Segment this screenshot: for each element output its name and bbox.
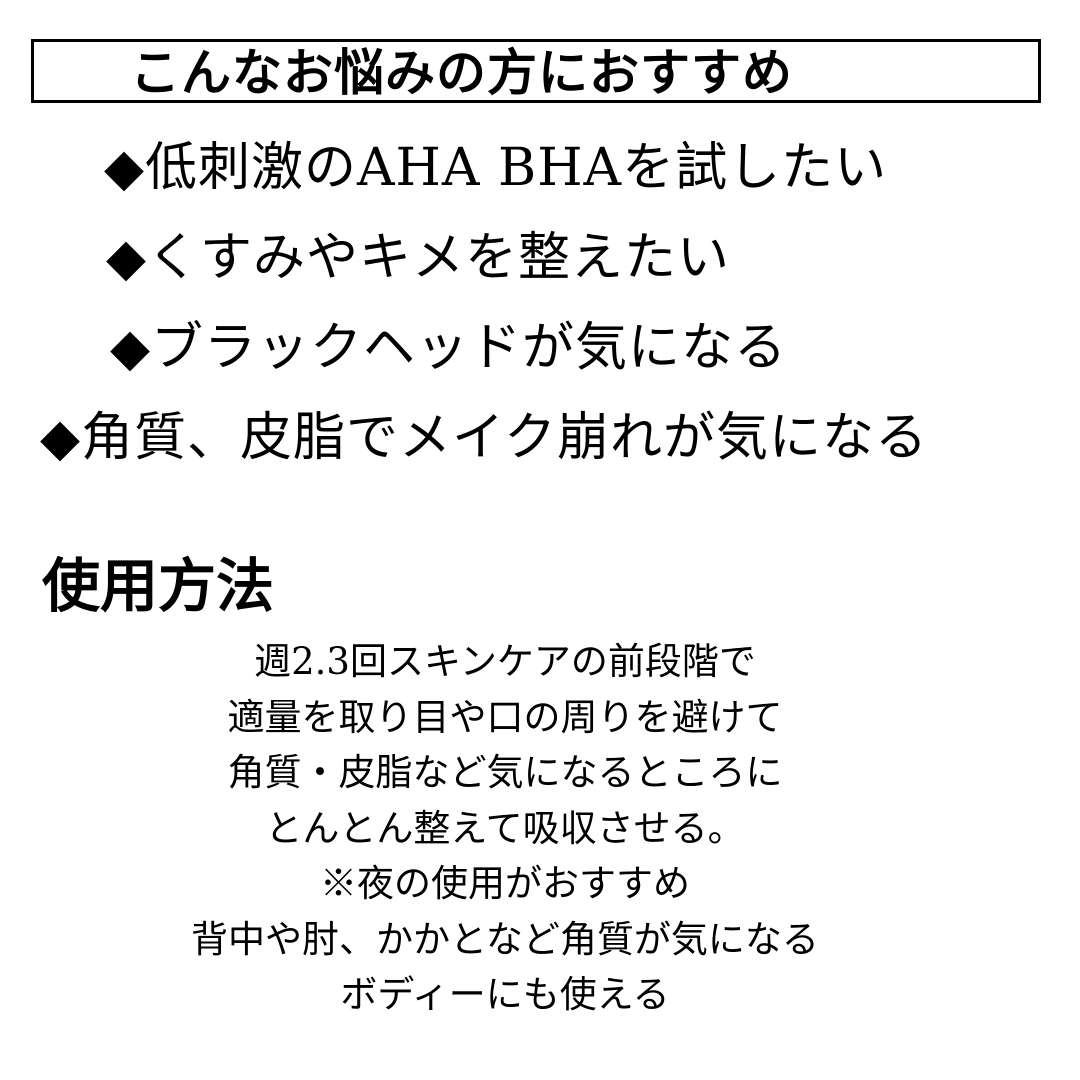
usage-heading: 使用方法: [42, 552, 275, 620]
recommend-item-text: 角質、皮脂でメイク崩れが気になる: [81, 408, 928, 468]
recommend-item: ◆くすみやキメを整えたい: [106, 226, 730, 290]
usage-note: ※夜の使用がおすすめ: [320, 862, 690, 905]
usage-instructions: 週2.3回スキンケアの前段階で 適量を取り目や口の周りを避けて 角質・皮脂など気…: [0, 634, 1010, 1023]
diamond-bullet-icon: ◆: [40, 408, 81, 468]
diamond-bullet-icon: ◆: [110, 318, 151, 378]
usage-line: ボディーにも使える: [340, 973, 670, 1016]
recommend-title-box: こんなお悩みの方におすすめ: [31, 39, 1041, 103]
recommend-item: ◆低刺激のAHA BHAを試したい: [104, 136, 887, 200]
usage-line: 適量を取り目や口の周りを避けて: [227, 695, 783, 739]
usage-line: 角質・皮脂など気になるところに: [227, 751, 783, 794]
recommend-item-text: 低刺激のAHA BHAを試したい: [145, 138, 888, 198]
recommend-item-text: くすみやキメを整えたい: [147, 228, 731, 288]
recommend-item-text: ブラックヘッドが気になる: [151, 318, 788, 378]
recommend-title: こんなお悩みの方におすすめ: [130, 44, 793, 102]
usage-line: 週2.3回スキンケアの前段階で: [254, 640, 756, 683]
usage-line: とんとん整えて吸収させる。: [265, 806, 745, 850]
recommend-item: ◆ブラックヘッドが気になる: [110, 316, 787, 380]
diamond-bullet-icon: ◆: [106, 228, 147, 288]
usage-line: 背中や肘、かかとなど角質が気になる: [191, 917, 819, 961]
diamond-bullet-icon: ◆: [104, 138, 145, 198]
recommend-item: ◆角質、皮脂でメイク崩れが気になる: [40, 406, 928, 470]
